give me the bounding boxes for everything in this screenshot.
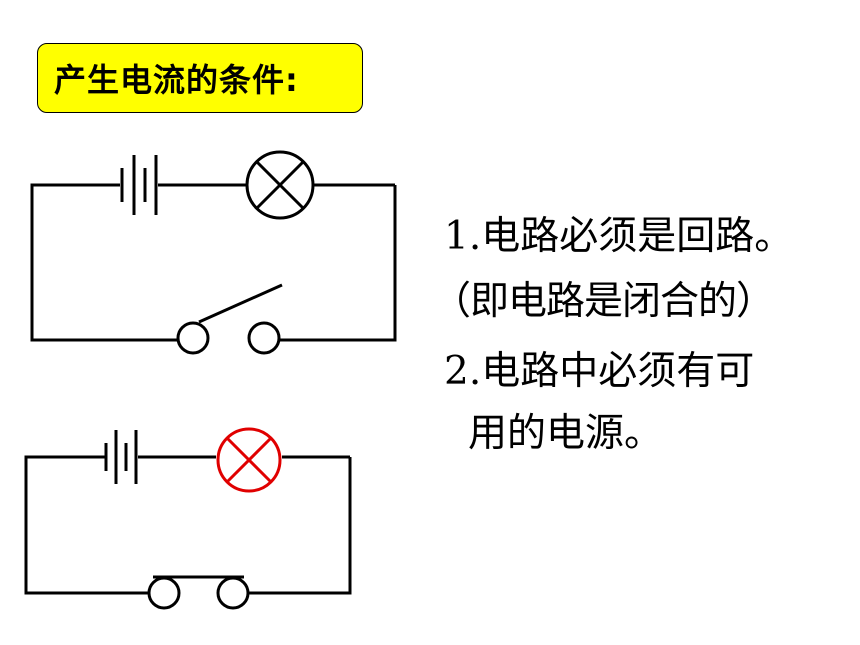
condition-1-line-1: 1.电路必须是回路。 <box>444 214 794 259</box>
lamp-icon-lit <box>216 427 282 493</box>
condition-2-line-2: 用的电源。 <box>468 411 664 456</box>
circuit-open <box>30 150 397 355</box>
title-text: 产生电流的条件: <box>54 61 299 99</box>
wire-closed-circuit-left <box>24 455 150 595</box>
wire-open-circuit-right <box>280 185 397 342</box>
battery-icon <box>104 430 138 484</box>
title-box: 产生电流的条件: <box>37 43 363 113</box>
battery-icon <box>120 155 158 215</box>
open-switch-icon <box>176 283 283 355</box>
condition-2-line-1: 2.电路中必须有可 <box>444 349 755 394</box>
circuit-closed <box>24 427 352 610</box>
lamp-icon <box>245 150 315 220</box>
wire-closed-circuit-right <box>248 457 352 595</box>
wire-open-circuit <box>30 183 177 342</box>
closed-switch-icon <box>147 575 250 610</box>
condition-1-line-2: （即电路是闭合的） <box>432 279 775 324</box>
